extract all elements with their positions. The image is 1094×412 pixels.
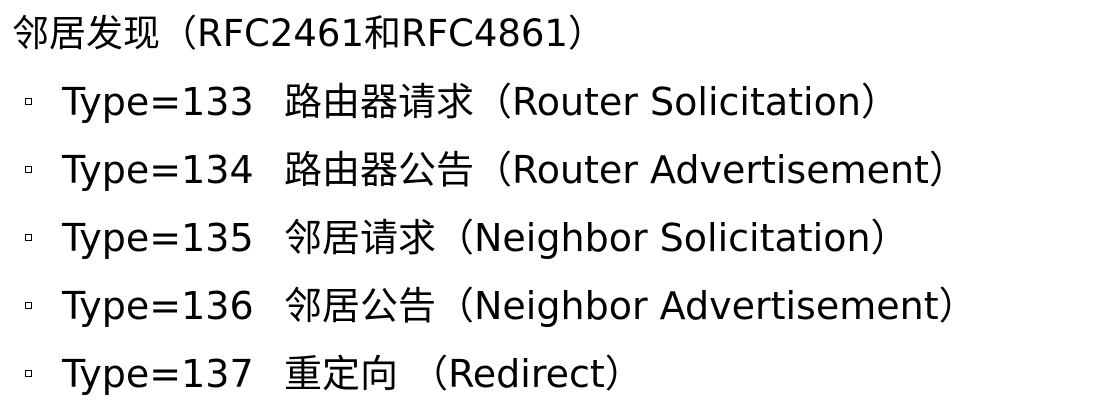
- type-description: 邻居公告（Neighbor Advertisement）: [284, 284, 977, 328]
- type-description: 邻居请求（Neighbor Solicitation）: [284, 216, 909, 260]
- type-description: 路由器请求（Router Solicitation）: [284, 80, 899, 124]
- page-heading: 邻居发现（RFC2461和RFC4861）: [12, 12, 605, 55]
- type-code: Type=136: [62, 284, 254, 328]
- square-bullet-icon: [25, 302, 32, 309]
- square-bullet-icon: [25, 370, 32, 377]
- square-bullet-icon: [25, 166, 32, 173]
- square-bullet-icon: [25, 98, 32, 105]
- type-code: Type=137: [62, 352, 254, 396]
- type-description: 路由器公告（Router Advertisement）: [284, 148, 967, 192]
- square-bullet-icon: [25, 234, 32, 241]
- type-code: Type=133: [62, 80, 254, 124]
- type-code: Type=134: [62, 148, 254, 192]
- type-description: 重定向 （Redirect）: [284, 352, 643, 396]
- type-code: Type=135: [62, 216, 254, 260]
